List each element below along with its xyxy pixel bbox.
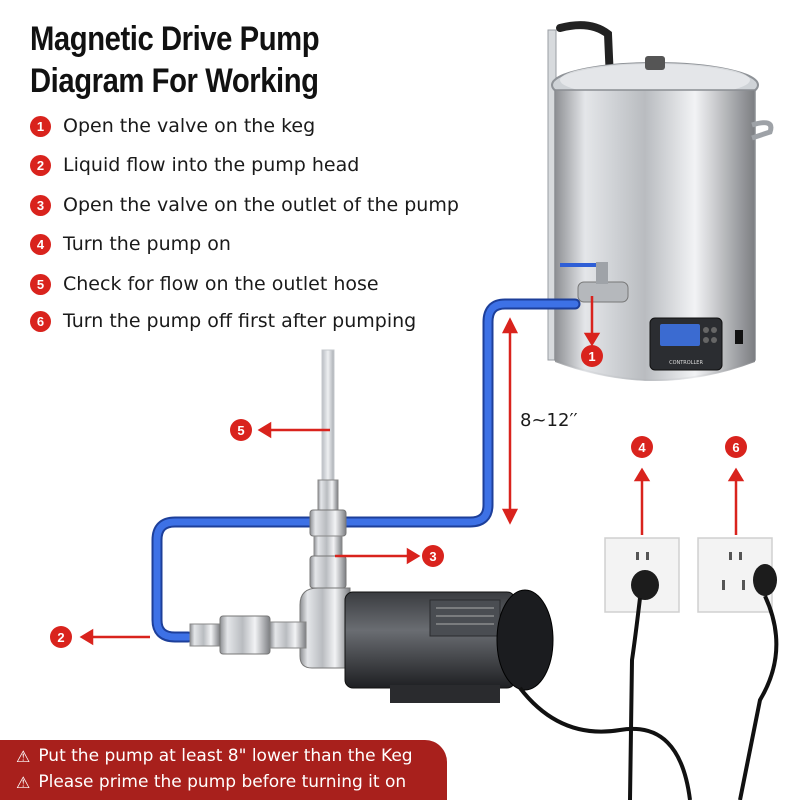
callout-step-2: 2 (50, 626, 72, 648)
step-item: 1 Open the valve on the keg (30, 114, 315, 138)
callout-step-6: 6 (725, 436, 747, 458)
annotation-arrows (79, 296, 745, 646)
step-number-badge: 6 (30, 310, 51, 332)
step-item: 3 Open the valve on the outlet of the pu… (30, 193, 459, 217)
warning-line: ⚠ Put the pump at least 8" lower than th… (16, 746, 413, 766)
step-item: 6 Turn the pump off first after pumping (30, 309, 416, 333)
wall-outlet-left (604, 537, 680, 800)
callout-step-1: 1 (581, 345, 603, 367)
warning-line: ⚠ Please prime the pump before turning i… (16, 772, 406, 792)
step-text: Open the valve on the outlet of the pump (63, 194, 459, 216)
controller-label: CONTROLLER (669, 360, 703, 366)
wall-outlet-right (697, 537, 779, 800)
warning-icon: ⚠ (16, 746, 31, 766)
warning-icon: ⚠ (16, 772, 31, 792)
step-text: Turn the pump off first after pumping (63, 310, 417, 332)
step-text: Turn the pump on (63, 233, 231, 255)
step-number-badge: 1 (30, 115, 51, 137)
distance-label: 8~12′′ (520, 410, 578, 431)
keg: CONTROLLER (547, 21, 774, 381)
magnetic-pump (189, 587, 692, 800)
step-text: Open the valve on the keg (63, 115, 316, 137)
step-number-badge: 4 (30, 233, 51, 255)
warning-banner: ⚠ Put the pump at least 8" lower than th… (0, 740, 447, 800)
warning-text: Please prime the pump before turning it … (38, 772, 407, 792)
callout-step-3: 3 (422, 545, 444, 567)
callout-step-5: 5 (230, 419, 252, 441)
callout-step-4: 4 (631, 436, 653, 458)
step-number-badge: 5 (30, 273, 51, 295)
step-number-badge: 2 (30, 154, 51, 176)
step-text: Liquid flow into the pump head (63, 154, 360, 176)
step-item: 5 Check for flow on the outlet hose (30, 272, 379, 296)
step-number-badge: 3 (30, 194, 51, 216)
inlet-hose (151, 298, 581, 643)
page-title: Magnetic Drive Pump Diagram For Working (30, 20, 320, 100)
outlet-hose (321, 349, 335, 491)
step-item: 2 Liquid flow into the pump head (30, 153, 359, 177)
step-item: 4 Turn the pump on (30, 232, 231, 256)
warning-text: Put the pump at least 8" lower than the … (38, 746, 413, 766)
step-text: Check for flow on the outlet hose (63, 273, 379, 295)
